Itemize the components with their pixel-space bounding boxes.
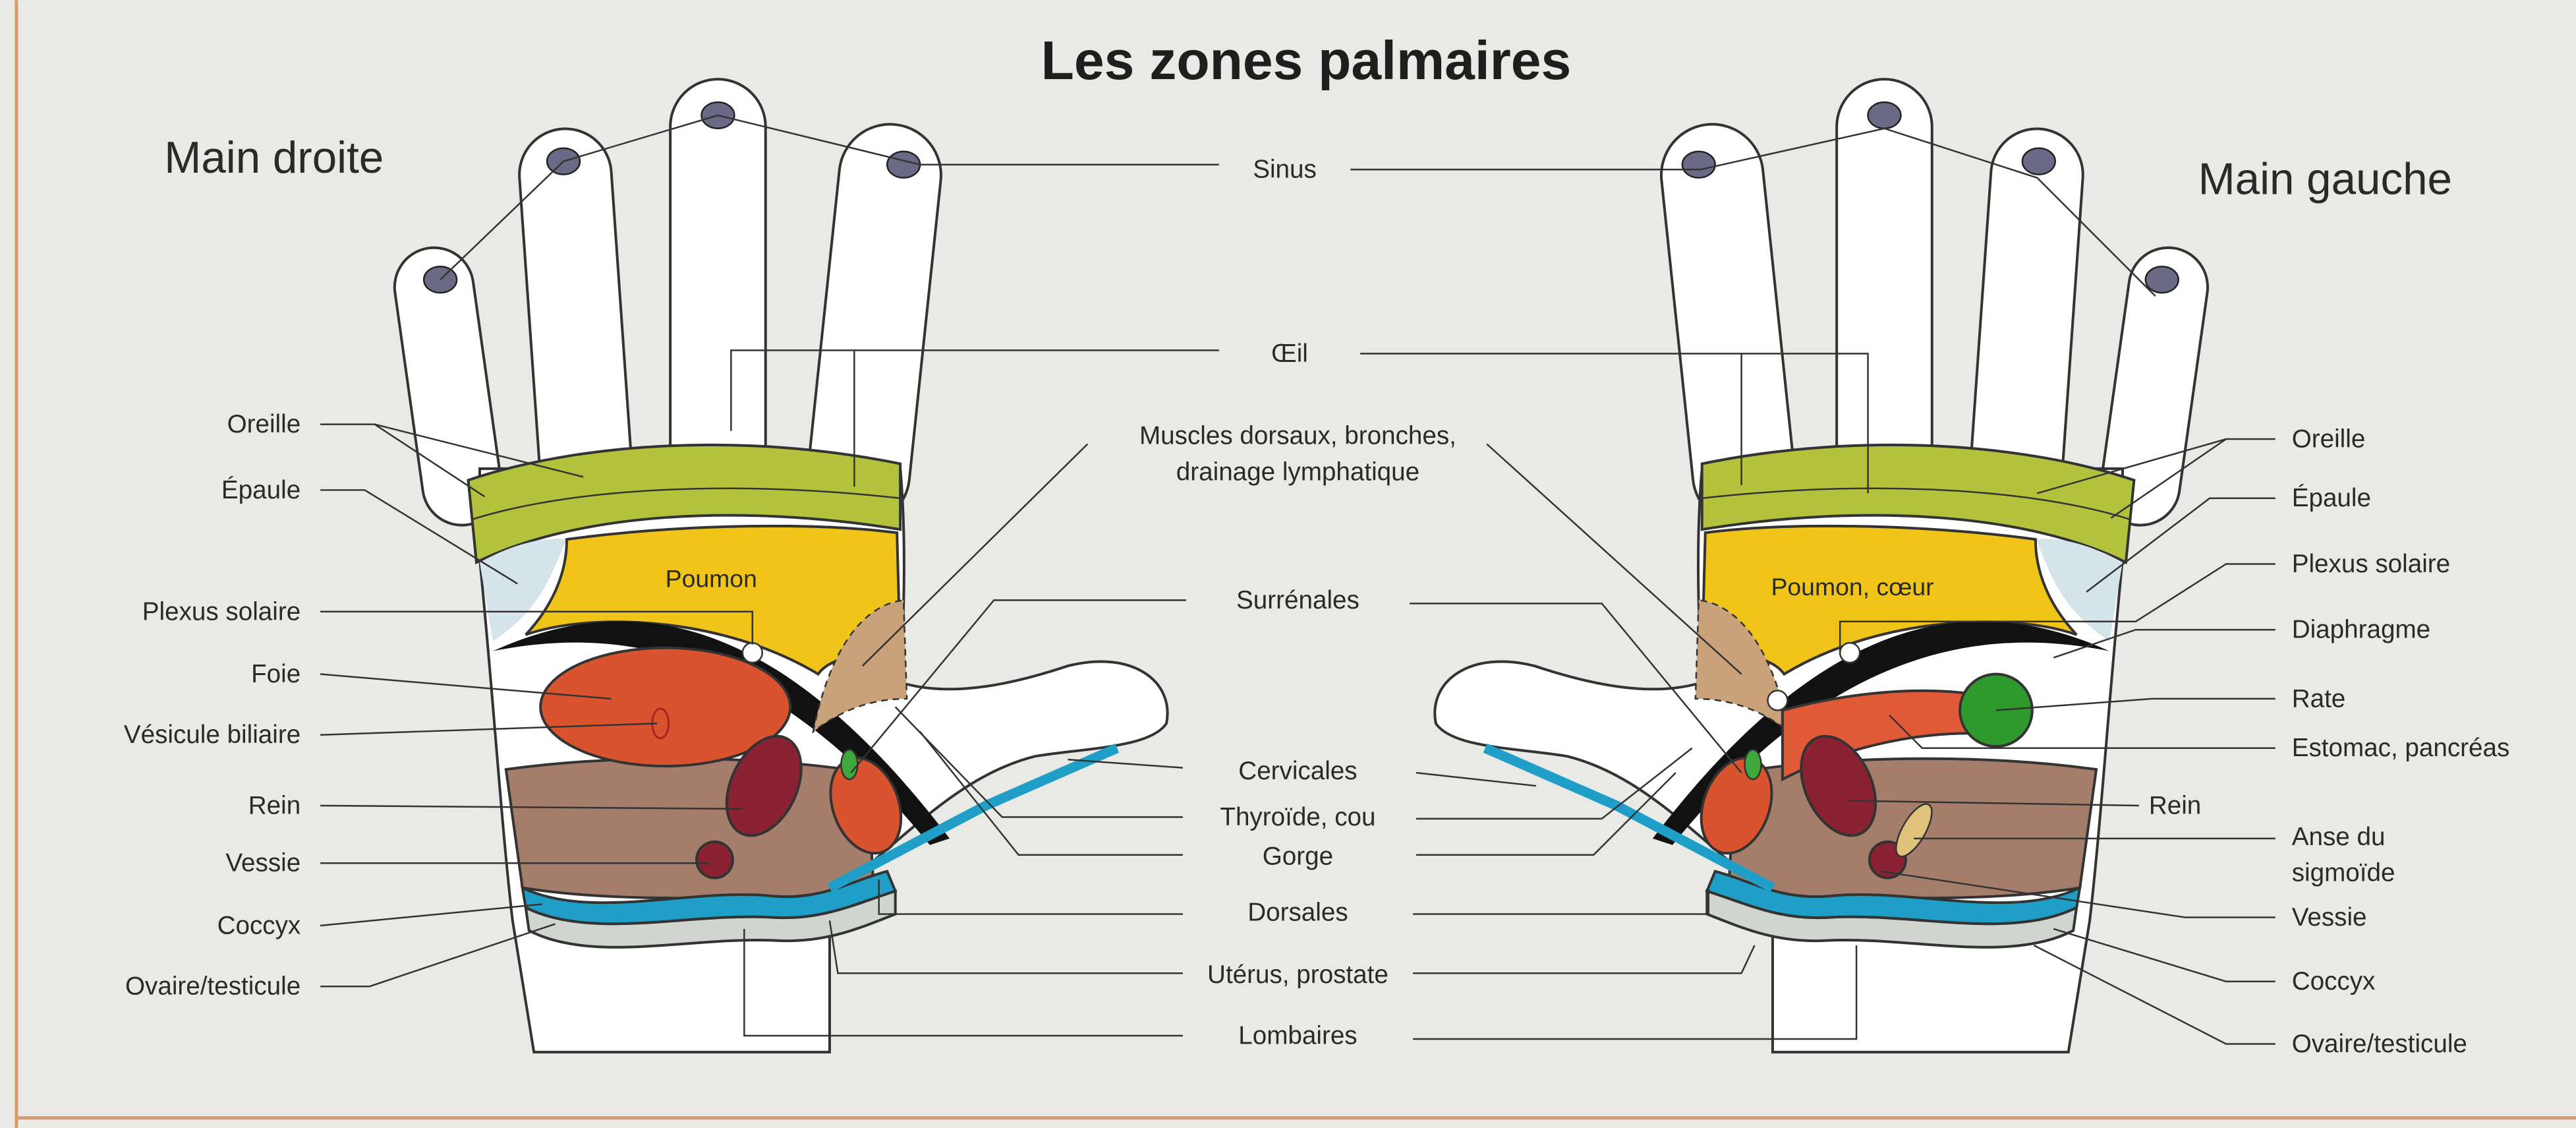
left-hand-title: Main gauche — [2198, 155, 2452, 204]
label-epaule: Épaule — [2292, 484, 2371, 512]
right-hand-labels: Oreille Épaule Plexus solaire Foie Vésic… — [124, 410, 301, 1001]
label-dorsales: Dorsales — [1247, 898, 1348, 926]
label-vessie: Vessie — [2292, 903, 2367, 932]
label-rein: Rein — [248, 791, 301, 819]
label-muscles: Muscles dorsaux, bronches, — [1139, 422, 1456, 450]
label-plexus-solaire: Plexus solaire — [2292, 550, 2450, 578]
kidney — [1800, 734, 1877, 837]
right-hand-title: Main droite — [164, 133, 384, 183]
label-gorge: Gorge — [1263, 843, 1333, 871]
label-rate: Rate — [2292, 684, 2346, 713]
label-thyroide: Thyroïde, cou — [1220, 803, 1375, 831]
label-foie: Foie — [251, 660, 301, 688]
label-coccyx: Coccyx — [217, 911, 301, 939]
label-sigmoide: sigmoïde — [2292, 859, 2395, 887]
label-oreille: Oreille — [2292, 425, 2366, 453]
label-vesicule: Vésicule biliaire — [124, 721, 301, 749]
label-oeil: Œil — [1271, 340, 1308, 368]
label-ovaire: Ovaire/testicule — [125, 972, 301, 1001]
sigmoid-loop — [1895, 803, 1933, 858]
center-labels: Sinus Œil Muscles dorsaux, bronches, dra… — [1139, 156, 1456, 1050]
label-epaule: Épaule — [221, 476, 301, 504]
label-lombaires: Lombaires — [1238, 1021, 1357, 1050]
left-hand: Poumon, cœur — [1435, 79, 2213, 1052]
lung-label: Poumon — [666, 564, 757, 592]
label-rein: Rein — [2149, 791, 2201, 819]
label-oreille: Oreille — [227, 410, 301, 438]
label-anse: Anse du — [2292, 823, 2386, 851]
liver — [539, 646, 792, 768]
label-ovaire: Ovaire/testicule — [2292, 1030, 2467, 1058]
label-estomac: Estomac, pancréas — [2292, 734, 2510, 762]
right-hand: Poumon — [389, 79, 1168, 1052]
label-diaphragme: Diaphragme — [2292, 616, 2430, 644]
label-cervicales: Cervicales — [1238, 757, 1357, 785]
label-plexus-solaire: Plexus solaire — [142, 597, 301, 626]
lung-heart-label: Poumon, cœur — [1771, 573, 1933, 601]
diaphragm-dot — [1767, 690, 1789, 711]
diagram-title: Les zones palmaires — [1041, 31, 1572, 91]
label-vessie: Vessie — [225, 849, 301, 877]
leader-lines — [320, 114, 2275, 1045]
label-uterus: Utérus, prostate — [1207, 961, 1388, 989]
label-sinus: Sinus — [1253, 156, 1317, 184]
label-drainage: drainage lymphatique — [1176, 458, 1419, 486]
left-hand-labels: Oreille Épaule Plexus solaire Diaphragme… — [2149, 425, 2510, 1057]
label-surrenales: Surrénales — [1236, 586, 1360, 614]
kidney — [725, 734, 803, 837]
label-coccyx: Coccyx — [2292, 967, 2376, 995]
